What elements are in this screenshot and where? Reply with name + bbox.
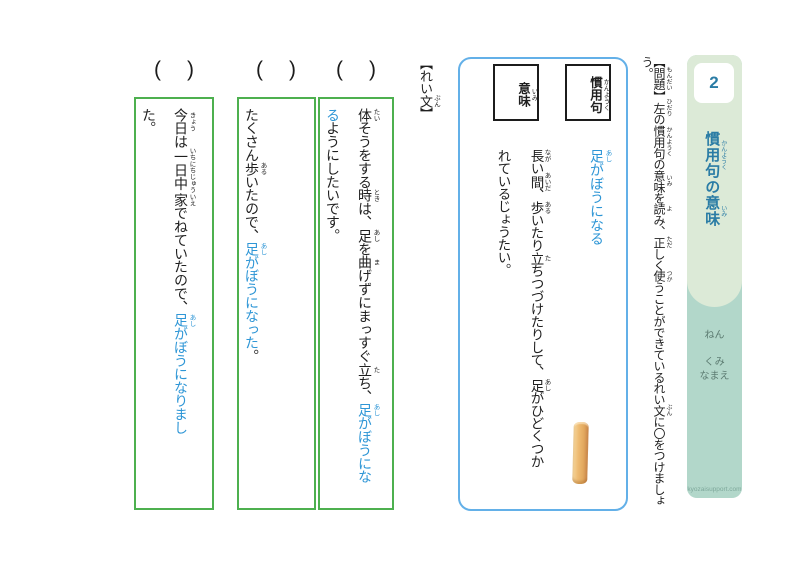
website-credit: kyozaisupport.com [687, 486, 742, 493]
paren-open: ( [256, 58, 263, 81]
example-3-column-2: た。 [141, 108, 157, 135]
paren-close: ) [289, 58, 296, 81]
worksheet-number: 2 [709, 73, 719, 92]
example-sentence-3: 今日きょうは一日中いちにちじゅう家いえでねていたので、足あしがぼうになりまし た… [134, 97, 214, 510]
meaning-label-box: 意味いみ [493, 64, 539, 121]
meaning-column-1: 長ながい間あいだ、歩あるいたり立たちつづけたりして、足あしがひどくつか [528, 149, 551, 468]
example-1-column-2: るようにしたいです。 [325, 108, 341, 243]
example-sentence-2: たくさん歩あるいたので、足あしがぼうになった。 [237, 97, 316, 510]
sidebar: 2 慣用句かんようくの意味いみ ねん くみ なまえ kyozaisupport.… [687, 55, 742, 498]
reference-box: 慣用句かんようく 意味いみ 足あしがぼうになる 長ながい間あいだ、歩あるいたり立… [458, 57, 628, 511]
paren-open: ( [336, 58, 343, 81]
field-name-label[interactable]: なまえ [699, 371, 730, 382]
answer-slot-1[interactable]: ( ) [318, 58, 394, 82]
paren-close: ) [187, 58, 194, 81]
idiom-text: 足あしがぼうになる [589, 149, 611, 246]
paren-close: ) [369, 58, 376, 81]
example-sentences-label: 【れい文ぶん】 [418, 57, 440, 120]
answer-slot-3[interactable]: ( ) [136, 58, 212, 82]
meaning-column-2: れているじょうたい。 [495, 149, 511, 277]
paren-open: ( [154, 58, 161, 81]
example-1-column-1: 体たいそうをする時ときは、足あしを曲まげずにまっすぐ立たち、足あしがぼうにな [357, 108, 379, 484]
meaning-text: 長ながい間あいだ、歩あるいたり立たちつづけたりして、足あしがひどくつか れている… [474, 149, 551, 468]
wooden-stick-icon [572, 421, 589, 485]
worksheet-number-badge: 2 [694, 63, 734, 103]
idiom-label-box: 慣用句かんようく [565, 64, 611, 121]
example-3-column-1: 今日きょうは一日中いちにちじゅう家いえでねていたので、足あしがぼうになりまし [173, 108, 195, 435]
worksheet-title: 慣用句かんようくの意味いみ [703, 131, 726, 227]
field-year-label[interactable]: ねん [704, 330, 725, 341]
field-class-label[interactable]: くみ [704, 357, 725, 368]
problem-statement: 【問題もんだい】左ひだりの慣用句かんようくの意味いみを読よみ、正ただしく使つかう… [640, 56, 671, 506]
example-sentence-1: 体たいそうをする時ときは、足あしを曲まげずにまっすぐ立たち、足あしがぼうにな る… [318, 97, 394, 510]
example-2-column-1: たくさん歩あるいたので、足あしがぼうになった。 [244, 108, 266, 363]
answer-slot-2[interactable]: ( ) [238, 58, 314, 82]
